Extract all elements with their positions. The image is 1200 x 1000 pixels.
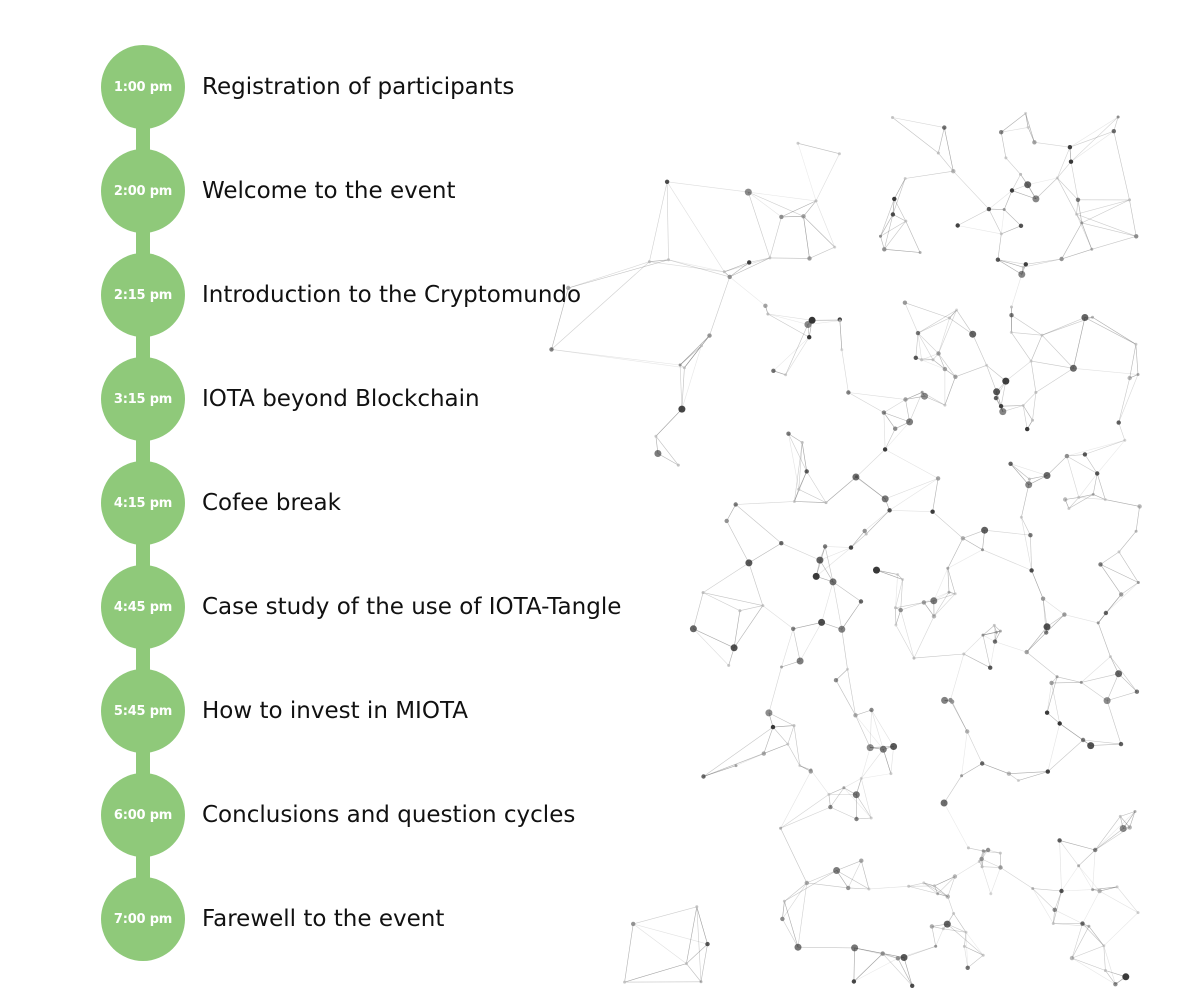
agenda-item: 5:45 pm How to invest in MIOTA (101, 669, 468, 753)
time-badge: 6:00 pm (101, 773, 185, 857)
agenda-item: 7:00 pm Farewell to the event (101, 877, 444, 961)
agenda-item-title: How to invest in MIOTA (202, 698, 468, 724)
agenda-item-title: Conclusions and question cycles (202, 802, 576, 828)
agenda-item: 1:00 pm Registration of participants (101, 45, 514, 129)
time-badge: 4:45 pm (101, 565, 185, 649)
time-badge: 5:45 pm (101, 669, 185, 753)
agenda-item: 2:15 pm Introduction to the Cryptomundo (101, 253, 581, 337)
agenda-item: 6:00 pm Conclusions and question cycles (101, 773, 575, 857)
agenda-item: 3:15 pm IOTA beyond Blockchain (101, 357, 480, 441)
time-badge: 2:15 pm (101, 253, 185, 337)
agenda-item-title: Registration of participants (202, 74, 515, 100)
agenda-item-title: IOTA beyond Blockchain (202, 386, 480, 412)
agenda-item-title: Introduction to the Cryptomundo (202, 282, 582, 308)
time-badge: 4:15 pm (101, 461, 185, 545)
time-badge: 7:00 pm (101, 877, 185, 961)
agenda-item-title: Farewell to the event (202, 906, 445, 932)
time-badge: 3:15 pm (101, 357, 185, 441)
agenda-item: 4:15 pm Cofee break (101, 461, 341, 545)
agenda-item-title: Cofee break (202, 490, 341, 516)
agenda-item: 4:45 pm Case study of the use of IOTA-Ta… (101, 565, 621, 649)
agenda-item-title: Welcome to the event (202, 178, 456, 204)
time-badge: 1:00 pm (101, 45, 185, 129)
agenda-item: 2:00 pm Welcome to the event (101, 149, 455, 233)
time-badge: 2:00 pm (101, 149, 185, 233)
agenda-item-title: Case study of the use of IOTA-Tangle (202, 594, 622, 620)
